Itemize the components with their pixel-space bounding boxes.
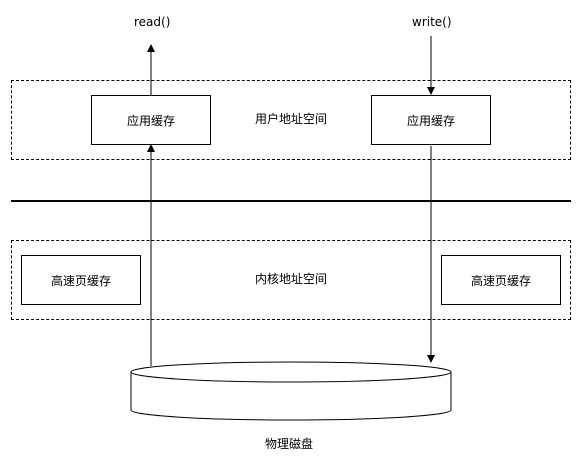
read-label: read() [134, 15, 171, 29]
kernel-space-label: 内核地址空间 [255, 272, 328, 286]
app-cache-right-box: 应用缓存 [371, 95, 491, 145]
user-space-label: 用户地址空间 [255, 112, 328, 126]
page-cache-left-box: 高速页缓存 [21, 255, 141, 305]
write-label: write() [412, 15, 452, 29]
kernel-space-region [11, 240, 571, 320]
physical-disk-icon [130, 361, 452, 421]
page-cache-right-box: 高速页缓存 [441, 255, 561, 305]
app-cache-left-box: 应用缓存 [91, 95, 211, 145]
user-space-region [11, 80, 571, 160]
physical-disk-label: 物理磁盘 [265, 437, 314, 451]
